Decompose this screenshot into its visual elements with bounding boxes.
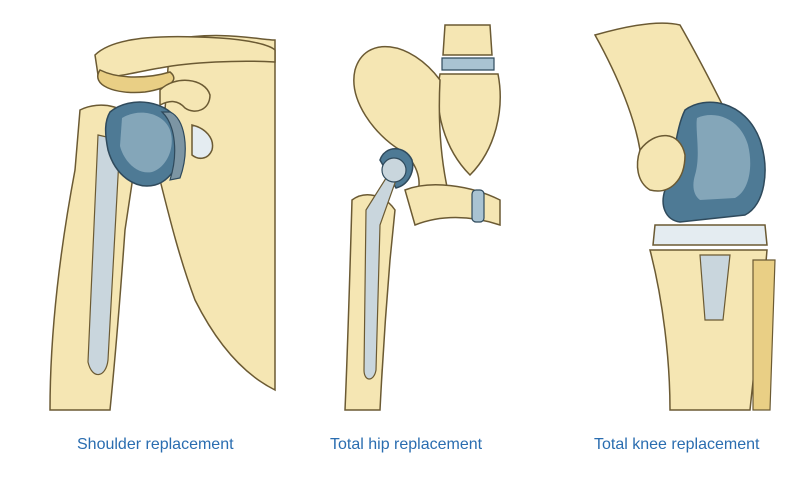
sacrum [437, 73, 501, 177]
caption-shoulder: Shoulder replacement [77, 436, 234, 453]
femoral-stem [363, 174, 397, 380]
scapula [159, 34, 276, 392]
glenoid-component [191, 124, 214, 160]
vertebra [442, 24, 493, 56]
patella [636, 134, 686, 192]
fibula [752, 259, 776, 411]
hip-illustration [330, 0, 520, 420]
caption-knee: Total knee replacement [594, 436, 760, 453]
tibial-stem [699, 254, 731, 321]
femoral-head-implant [381, 157, 407, 183]
clavicle [94, 35, 276, 78]
knee-illustration [585, 0, 785, 420]
pubic-bone [404, 184, 501, 227]
caption-hip: Total hip replacement [330, 436, 483, 453]
shoulder-illustration [20, 0, 280, 420]
humeral-stem [87, 134, 121, 376]
tibial-insert [652, 224, 768, 246]
implant-collar [160, 111, 186, 181]
intervertebral-disc [441, 57, 495, 71]
pubic-symphysis [471, 189, 485, 223]
coracoid [159, 79, 211, 112]
